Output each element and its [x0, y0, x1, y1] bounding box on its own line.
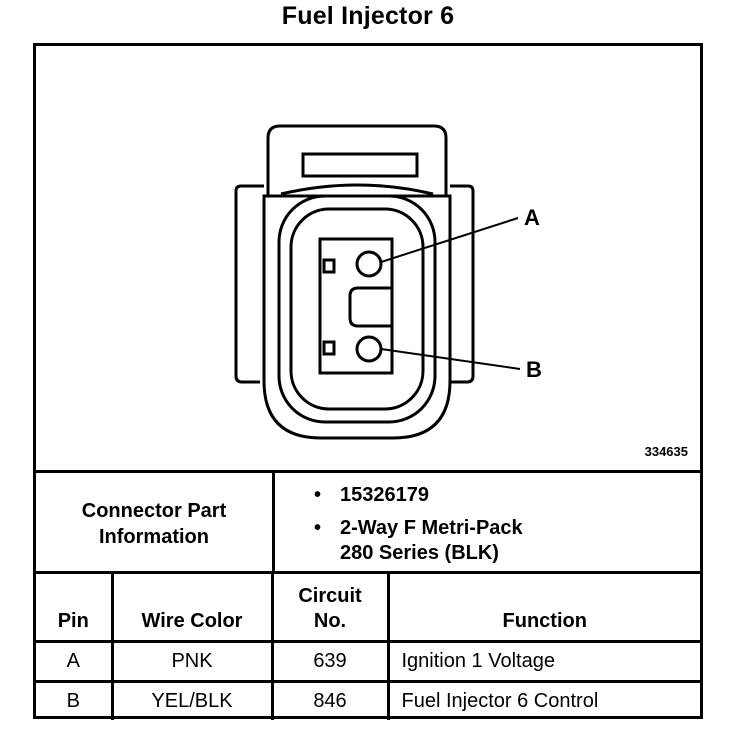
header-circuit-line2: No. — [313, 610, 347, 632]
circuit-cell: 846 — [270, 680, 390, 720]
connector-info-list: • 15326179 • 2-Way F Metri-Pack 280 Seri… — [314, 483, 523, 574]
figure-number: 334635 — [644, 444, 688, 459]
seal-inner — [289, 207, 425, 411]
pin-b-hole — [355, 335, 383, 363]
connector-description-line2: 280 Series (BLK) — [340, 542, 499, 564]
header-pin: Pin — [36, 571, 114, 643]
function-cell: Ignition 1 Voltage — [386, 640, 700, 683]
connector-description-item: • 2-Way F Metri-Pack 280 Series (BLK) — [314, 516, 523, 566]
pin-table-header: Pin Wire Color Circuit No. Function — [36, 571, 700, 643]
bullet: • — [314, 517, 322, 539]
part-number: 15326179 — [340, 484, 429, 506]
terminal-cavity — [318, 237, 394, 375]
header-circuit-line1: Circuit — [298, 585, 362, 607]
bullet: • — [314, 484, 322, 506]
center-key — [348, 286, 392, 328]
locking-tab — [301, 152, 419, 178]
connector-top-block — [266, 124, 448, 196]
page-title: Fuel Injector 6 — [281, 2, 455, 30]
pin-a-leader — [380, 217, 519, 263]
circuit-cell: 639 — [270, 640, 390, 683]
key-square-a — [322, 258, 336, 274]
right-latch-tab — [450, 184, 475, 384]
left-latch-tab — [234, 184, 264, 384]
pin-cell: A — [36, 640, 114, 683]
connector-part-info: Connector Part Information • 15326179 • … — [36, 470, 700, 574]
connector-drawing — [234, 124, 521, 440]
header-wire-color: Wire Color — [110, 571, 274, 643]
connector-description-line1: 2-Way F Metri-Pack — [340, 517, 523, 539]
table-row: B YEL/BLK 846 Fuel Injector 6 Control — [36, 680, 700, 720]
connector-info-label-line1: Connector Part — [81, 499, 227, 522]
key-square-b — [322, 340, 336, 356]
connector-info-label: Connector Part Information — [36, 473, 272, 574]
wire-color-cell: YEL/BLK — [110, 680, 274, 720]
pin-a-hole — [355, 250, 383, 278]
wire-color-cell: PNK — [110, 640, 274, 683]
table-row: A PNK 639 Ignition 1 Voltage — [36, 640, 700, 683]
info-divider — [272, 473, 275, 574]
function-cell: Fuel Injector 6 Control — [386, 680, 700, 720]
pin-b-label: B — [526, 357, 542, 382]
seal-outer — [277, 194, 437, 424]
connector-chart: A B 334635 Connector Part Information • … — [33, 43, 703, 720]
header-function: Function — [386, 571, 700, 643]
pin-a-label: A — [524, 205, 540, 230]
pin-table: Pin Wire Color Circuit No. Function A PN… — [36, 571, 700, 720]
pin-cell: B — [36, 680, 114, 720]
part-number-item: • 15326179 — [314, 483, 523, 508]
connector-housing — [262, 194, 452, 440]
pin-b-leader — [380, 348, 521, 370]
connector-diagram: A B 334635 — [36, 46, 700, 470]
housing-band — [280, 183, 434, 196]
header-circuit: Circuit No. — [270, 571, 390, 643]
connector-info-label-line2: Information — [99, 525, 209, 548]
